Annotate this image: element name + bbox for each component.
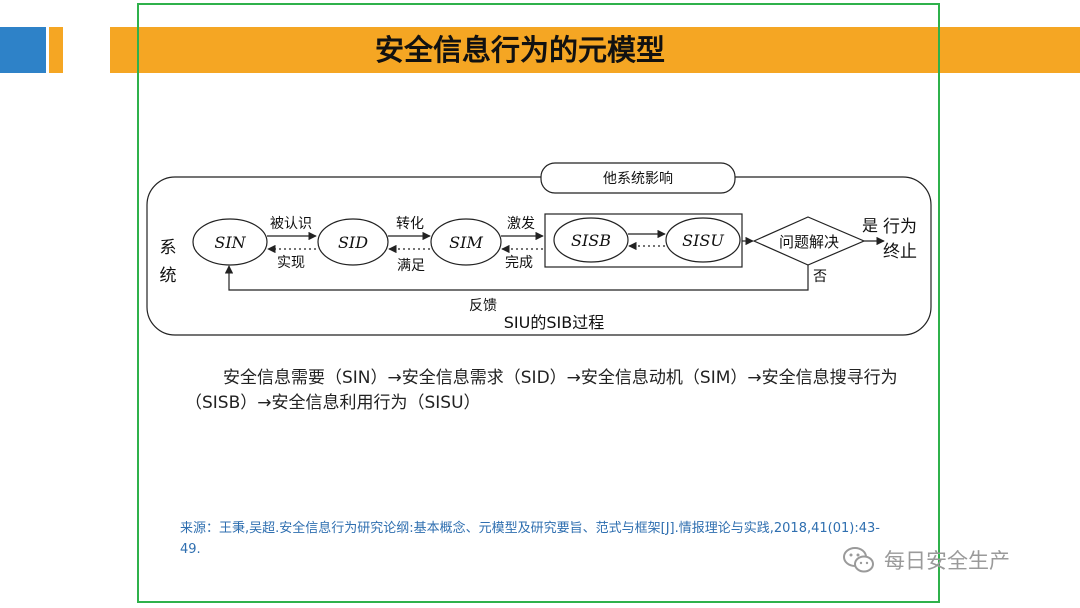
node-sisb bbox=[553, 217, 629, 263]
node-sid-label: SID bbox=[338, 233, 368, 252]
header-accent-orange bbox=[49, 27, 63, 73]
watermark: 每日安全生产 bbox=[842, 542, 1010, 578]
wechat-icon bbox=[843, 547, 874, 573]
node-sim bbox=[430, 218, 502, 266]
selection-frame bbox=[137, 3, 940, 603]
node-sisu bbox=[665, 217, 741, 263]
edge-label-no: 否 bbox=[813, 269, 827, 285]
watermark-text: 每日安全生产 bbox=[884, 549, 1010, 573]
node-sim-label: SIM bbox=[449, 233, 483, 252]
edge-label-satisfy: 满足 bbox=[397, 258, 425, 274]
edge-label-recognized: 被认识 bbox=[270, 216, 312, 232]
slide-title: 安全信息行为的元模型 bbox=[374, 33, 665, 67]
edge-label-stimulate: 激发 bbox=[507, 215, 535, 232]
node-sid bbox=[317, 218, 389, 266]
header-accent-blue bbox=[0, 27, 46, 73]
system-boundary bbox=[146, 176, 932, 336]
outcome-label-2: 终止 bbox=[883, 242, 917, 262]
diagram-caption: SIU的SIB过程 bbox=[504, 313, 604, 332]
node-sisu-label: SISU bbox=[682, 231, 724, 250]
edge-label-yes: 是 bbox=[862, 216, 878, 235]
edge-label-realized: 实现 bbox=[277, 255, 305, 271]
decision-label: 问题解决 bbox=[779, 233, 839, 251]
other-system-box bbox=[540, 162, 736, 194]
edge-label-feedback: 反馈 bbox=[469, 298, 497, 314]
other-system-label: 他系统影响 bbox=[603, 171, 673, 187]
system-label-1: 系 bbox=[160, 238, 177, 258]
model-description: 安全信息需要（SIN）→安全信息需求（SID）→安全信息动机（SIM）→安全信息… bbox=[185, 368, 898, 413]
system-label-2: 统 bbox=[160, 266, 177, 286]
node-sisb-label: SISB bbox=[571, 231, 611, 250]
feedback-loop bbox=[224, 265, 809, 291]
source-citation: 来源：王秉,吴超.安全信息行为研究论纲:基本概念、元模型及研究要旨、范式与框架[… bbox=[180, 521, 880, 557]
node-sin-label: SIN bbox=[214, 233, 246, 252]
edge-label-transform: 转化 bbox=[396, 216, 424, 232]
node-sin bbox=[192, 218, 268, 266]
edge-label-complete: 完成 bbox=[505, 255, 533, 271]
outcome-label-1: 行为 bbox=[883, 217, 917, 237]
header-band bbox=[110, 27, 1080, 73]
